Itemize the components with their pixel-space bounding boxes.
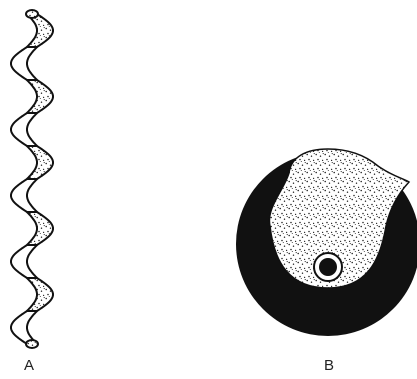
strand-segment [11, 245, 37, 278]
circular-cross-section-icon [236, 149, 417, 336]
twisted-strand-icon [11, 10, 53, 348]
strand-segment [27, 146, 53, 179]
panel-a-label: A [24, 358, 34, 373]
central-pore-inner [319, 258, 337, 276]
strand-segment [11, 179, 37, 212]
strand-segment [27, 212, 53, 245]
strand-bottom-cap [26, 340, 38, 348]
strand-top-cap [26, 10, 38, 18]
strand-segment [11, 47, 37, 80]
strand-segment [11, 311, 37, 344]
strand-segment [27, 80, 53, 113]
strand-segment [11, 113, 37, 146]
strand-segment [27, 278, 53, 311]
strand-segment [27, 14, 53, 47]
panel-b-label: B [324, 358, 334, 373]
